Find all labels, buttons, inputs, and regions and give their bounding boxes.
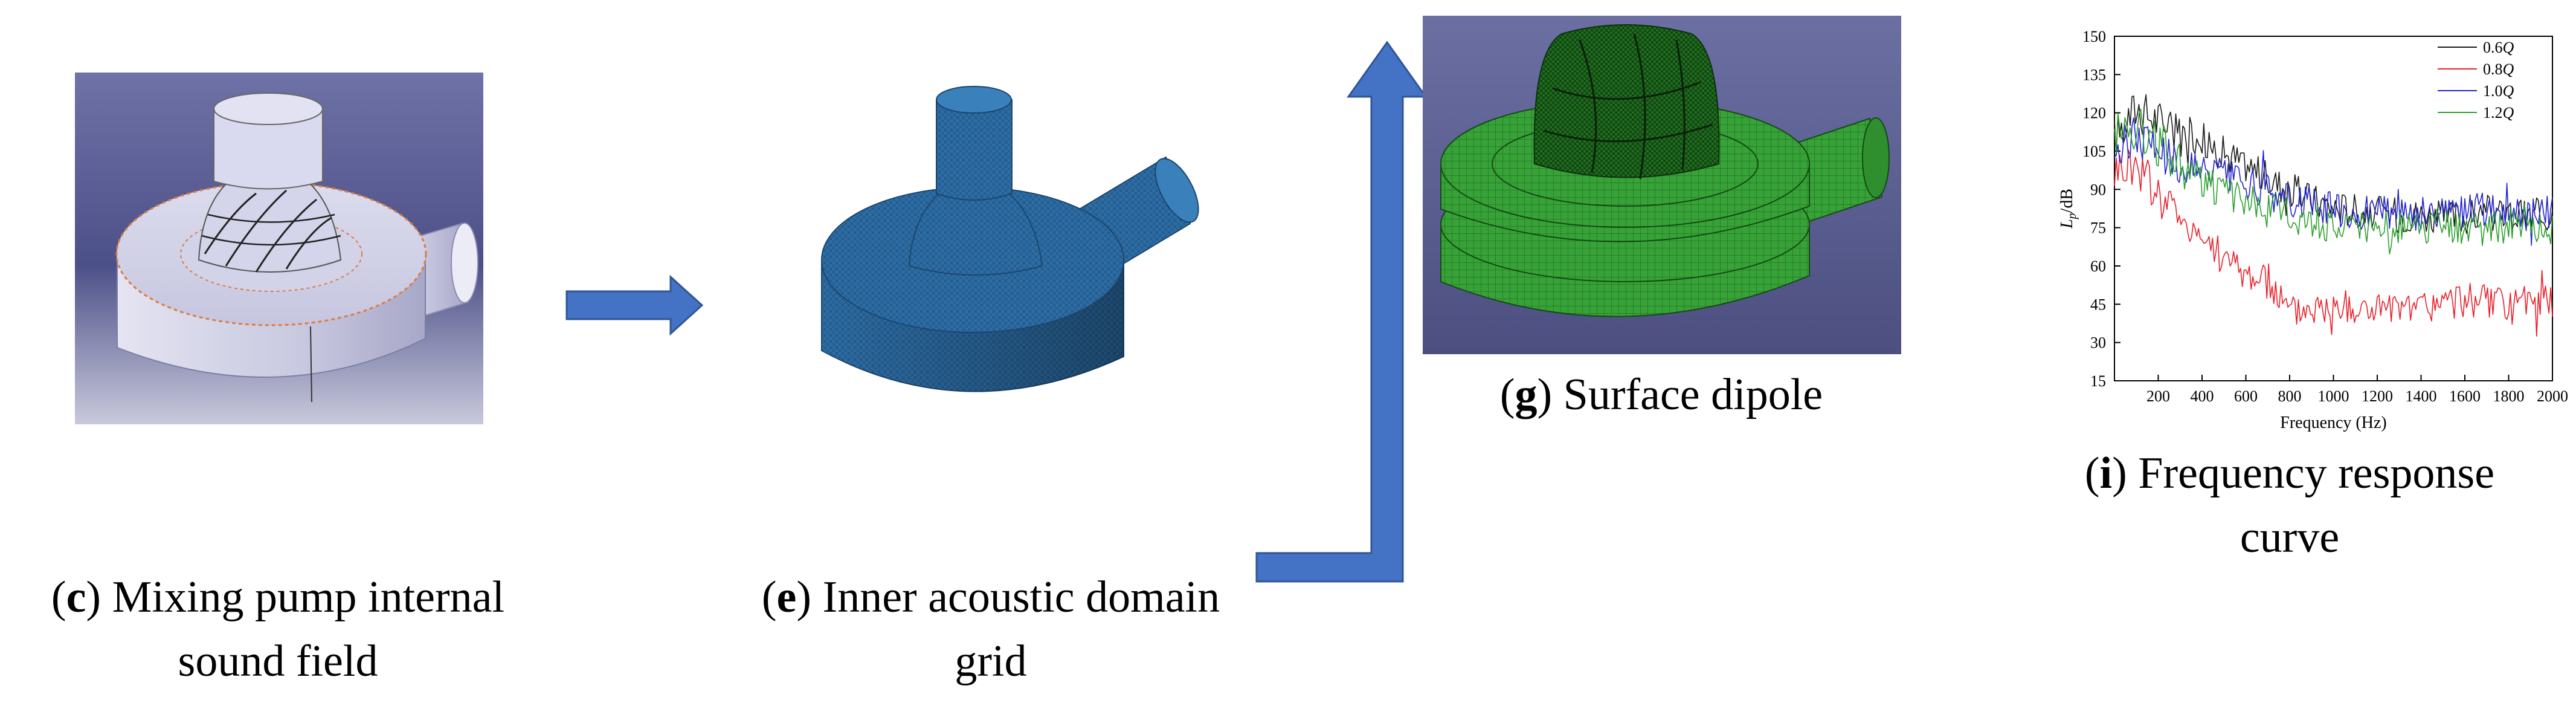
x-tick-label: 200 [2146,387,2170,405]
y-tick-label: 75 [2090,219,2106,237]
panel-e-caption-line2: grid [955,636,1027,686]
x-tick-label: 800 [2278,387,2302,405]
x-tick-label: 1000 [2318,387,2349,405]
panel-i-caption-line2: curve [2240,513,2340,562]
panel-e-caption: (e) Inner acoustic domain grid [761,572,1220,686]
y-tick-label: 135 [2082,66,2106,83]
x-tick-label: 1200 [2362,387,2393,405]
y-tick-label: 90 [2090,181,2106,198]
panel-c-caption-line2: sound field [178,636,378,686]
panel-e-image [810,73,1199,435]
panel-i-letter: i [2099,449,2113,498]
panel-e-letter: e [776,572,797,622]
series-line-1-2 [2114,108,2553,254]
panel-c-image [75,73,483,424]
legend-label: 1.0Q [2483,82,2514,100]
legend-label: 1.2Q [2483,104,2514,121]
x-tick-label: 400 [2191,387,2214,405]
y-tick-label: 120 [2082,105,2106,122]
legend-label: 0.8Q [2483,60,2514,78]
x-tick-label: 1600 [2449,387,2481,405]
y-tick-label: 30 [2090,334,2106,352]
y-tick-label: 150 [2082,28,2106,45]
x-tick-label: 1400 [2406,387,2437,405]
series-line-0-8 [2114,149,2553,337]
series-line-0-6 [2114,94,2553,235]
x-axis-label: Frequency (Hz) [2280,413,2386,432]
panel-g-image [1423,16,1901,354]
panel-g-letter: g [1515,370,1538,419]
legend-label: 0.6Q [2483,39,2514,56]
panel-g-caption: (g) Surface dipole [1499,370,1823,419]
frequency-response-chart: 15 30 45 60 75 90 105 120 135 150 200 400 600 800 1000… [2058,28,2568,432]
series-line-1-0 [2114,117,2553,246]
y-axis-label: Lp/dB [2058,189,2079,229]
panel-g-caption-line1: Surface dipole [1563,370,1823,419]
panel-c-letter: c [66,572,86,622]
panel-c-caption-line1: Mixing pump internal [112,572,505,622]
x-tick-label: 600 [2234,387,2258,405]
arrow-e-to-g [1255,40,1428,583]
y-tick-label: 105 [2082,143,2106,160]
panel-c-caption: (c) Mixing pump internal sound field [51,572,505,686]
panel-i-caption-line1: Frequency response [2138,449,2495,498]
y-tick-label: 45 [2090,296,2106,313]
x-tick-label: 2000 [2537,387,2568,405]
panel-i-chart: 15 30 45 60 75 90 105 120 135 150 200 400 600 800 1000… [2042,18,2568,447]
y-tick-label: 60 [2090,257,2106,275]
arrow-c-to-e [565,274,704,336]
panel-i-caption: (i) Frequency response curve [2084,449,2495,562]
y-tick-label: 15 [2090,372,2106,390]
x-tick-label: 1800 [2493,387,2525,405]
panel-e-caption-line1: Inner acoustic domain [822,572,1220,622]
